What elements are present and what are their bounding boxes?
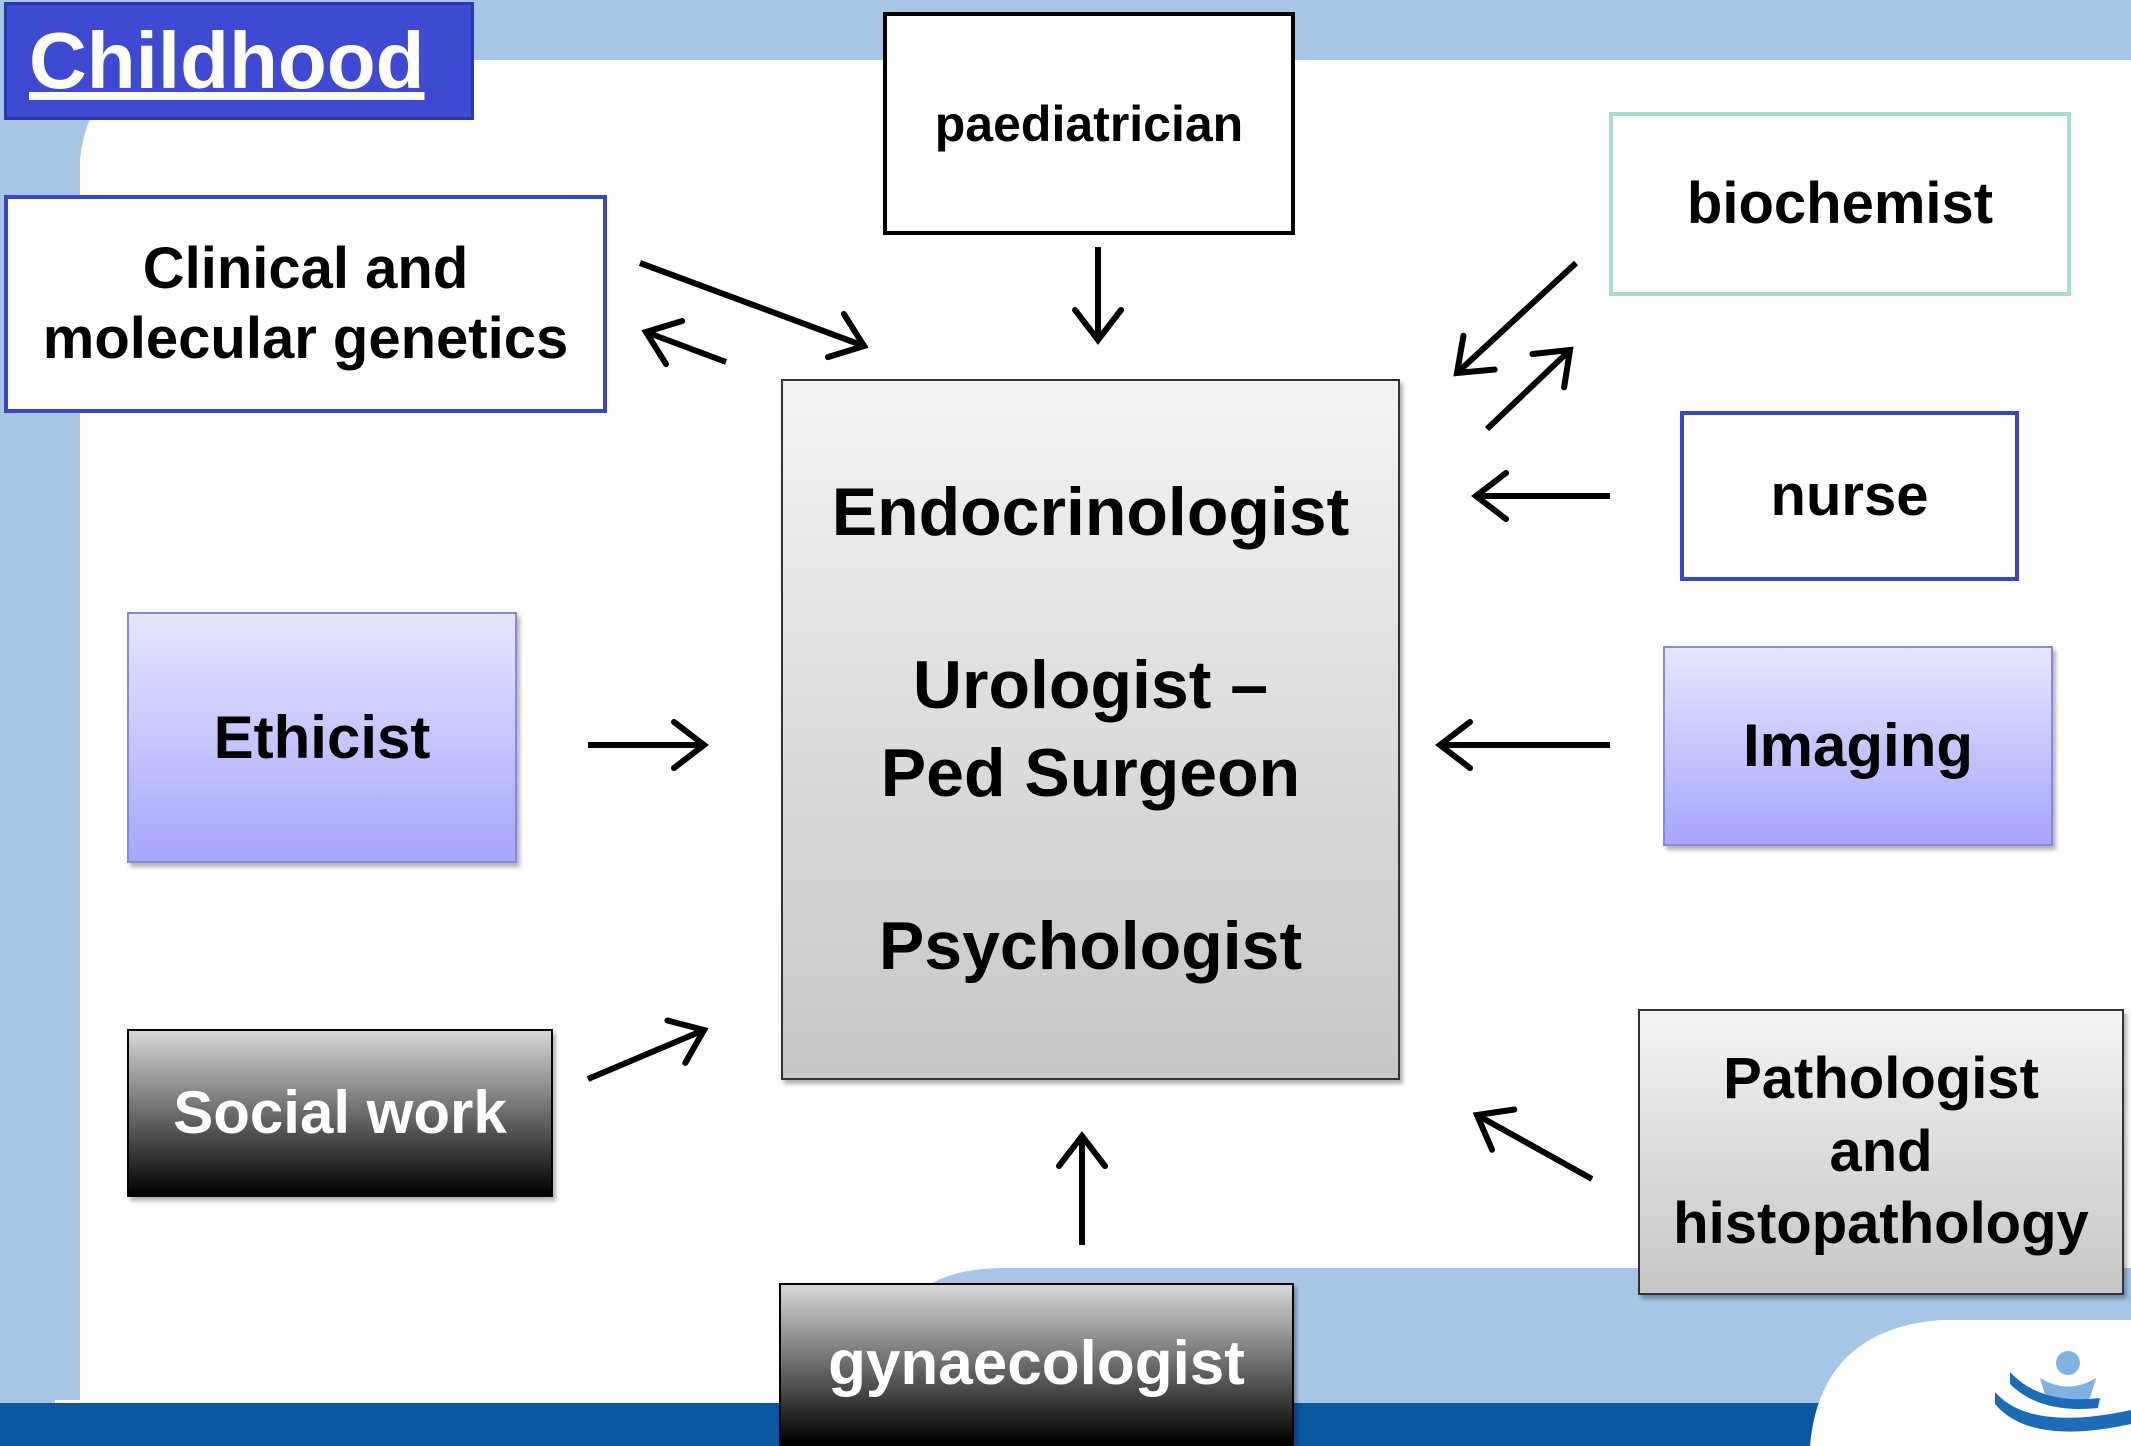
imaging-box: Imaging (1663, 646, 2053, 846)
nurse-box: nurse (1680, 411, 2019, 581)
nurse-label: nurse (1770, 463, 1929, 529)
urologist-label: Urologist – (912, 647, 1269, 724)
imaging-label: Imaging (1742, 712, 1973, 779)
genetics-box: Clinical and molecular genetics (4, 195, 607, 413)
endocrinologist-label: Endocrinologist (831, 474, 1350, 551)
arrow-pathologist-to-center (1472, 1106, 1594, 1182)
paediatrician-box: paediatrician (883, 12, 1295, 235)
arrow-center-to-biochemist (1484, 346, 1574, 432)
slide-title: Childhood (4, 2, 474, 120)
biochemist-box: biochemist (1609, 112, 2071, 296)
pathologist-box: Pathologist and histopathology (1638, 1009, 2124, 1295)
genetics-label-line2: molecular genetics (42, 306, 569, 371)
gynaecologist-box: gynaecologist (779, 1283, 1294, 1446)
biochemist-label: biochemist (1686, 171, 1994, 237)
arrow-socialwork-to-center (586, 1017, 709, 1082)
arrow-genetics-to-center (638, 260, 869, 361)
ethicist-label: Ethicist (213, 703, 431, 771)
psychologist-label: Psychologist (878, 907, 1303, 984)
arrow-biochemist-to-center (1453, 260, 1579, 377)
logo-corner-white (1810, 1320, 2131, 1446)
pathologist-label-line2: and (1829, 1118, 1933, 1184)
genetics-label-line1: Clinical and (142, 236, 469, 302)
ethicist-box: Ethicist (127, 612, 517, 863)
central-specialists-box: Endocrinologist Urologist – Ped Surgeon … (781, 379, 1400, 1080)
social-work-label: Social work (173, 1079, 507, 1146)
pathologist-label-line3: histopathology (1673, 1191, 2089, 1257)
arrow-center-to-genetics (641, 317, 728, 368)
person-in-hands-logo-icon (1995, 1351, 2131, 1432)
social-work-box: Social work (127, 1029, 553, 1197)
gynaecologist-label: gynaecologist (828, 1329, 1245, 1399)
ped-surgeon-label: Ped Surgeon (880, 734, 1301, 811)
paediatrician-label: paediatrician (934, 95, 1244, 152)
pathologist-label-line1: Pathologist (1723, 1046, 2039, 1112)
